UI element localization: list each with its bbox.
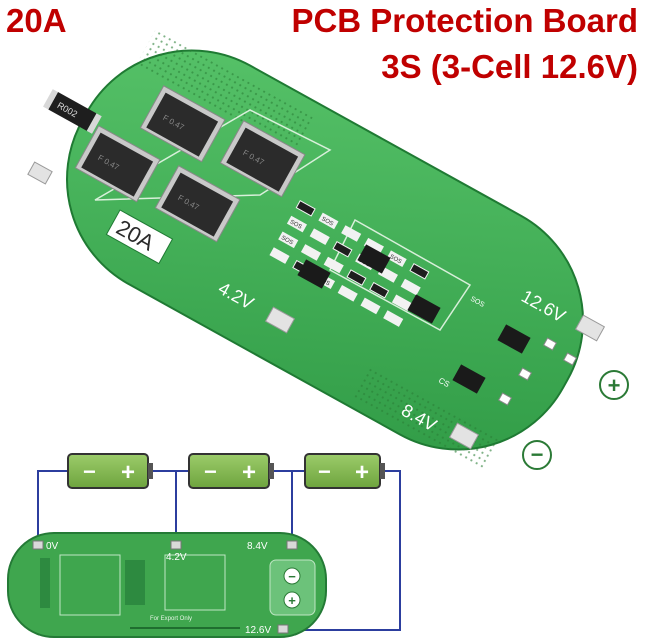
pad-label-0v: 0V	[34, 185, 60, 210]
minus-symbol: −	[531, 442, 544, 467]
small-pad-0v	[32, 540, 44, 550]
title-line-2: 3S (3-Cell 12.6V)	[381, 48, 638, 85]
small-label-8v4: 8.4V	[247, 541, 268, 552]
small-plus-terminal: +	[283, 591, 301, 609]
cell-negative-sign: −	[318, 459, 331, 484]
small-pad-12v6	[277, 624, 289, 634]
cell-positive-sign: +	[121, 459, 135, 486]
shunt-resistor: R002	[43, 89, 102, 134]
battery-cell-3: − +	[304, 453, 385, 489]
board-plus-terminal: +	[599, 370, 629, 400]
small-pad-8v4	[286, 540, 298, 550]
pad-8v4	[448, 422, 480, 450]
board-minus-terminal: −	[522, 440, 552, 470]
cell-positive-sign: +	[242, 459, 256, 486]
small-label-4v2: 4.2V	[166, 552, 187, 563]
svg-text:+: +	[288, 593, 296, 608]
cell-negative-sign: −	[204, 459, 217, 484]
wiring-diagram: − + − + − +	[7, 453, 401, 638]
battery-cell-2: − +	[188, 453, 274, 489]
mosfet-group: F 0.47 F 0.47 F 0.47 F 0.47	[74, 85, 306, 243]
title-line-1: PCB Protection Board	[291, 2, 638, 39]
plus-symbol: +	[608, 373, 621, 398]
smd-components: SOS SOS SOS SOS SOS SOS	[269, 200, 577, 406]
small-label-0v: 0V	[46, 541, 59, 552]
current-rating-heading: 20A	[6, 2, 67, 39]
small-label-12v6: 12.6V	[245, 625, 271, 636]
chip-mark: SOS	[289, 219, 303, 230]
pad-4v2	[264, 306, 296, 334]
pad-0v	[27, 161, 53, 185]
cell-positive-sign: +	[355, 459, 369, 486]
wires	[37, 470, 401, 631]
chip-mark: SOS	[320, 216, 334, 227]
chip-mark: SOS	[388, 254, 402, 265]
chip-mark: SOS	[280, 235, 294, 246]
svg-text:−: −	[288, 569, 296, 584]
pad-12v6	[574, 314, 606, 342]
cell-negative-sign: −	[83, 459, 96, 484]
small-minus-terminal: −	[283, 567, 301, 585]
battery-cell-1: − +	[67, 453, 153, 489]
back-mark: For Export Only	[150, 616, 192, 622]
pcb-board: F 0.47 F 0.47 F 0.47 F 0.47	[27, 30, 629, 470]
small-board: For Export Only 0V 4.2V 8.4V 12.6V − +	[7, 532, 327, 638]
small-pad-4v2	[170, 540, 182, 550]
